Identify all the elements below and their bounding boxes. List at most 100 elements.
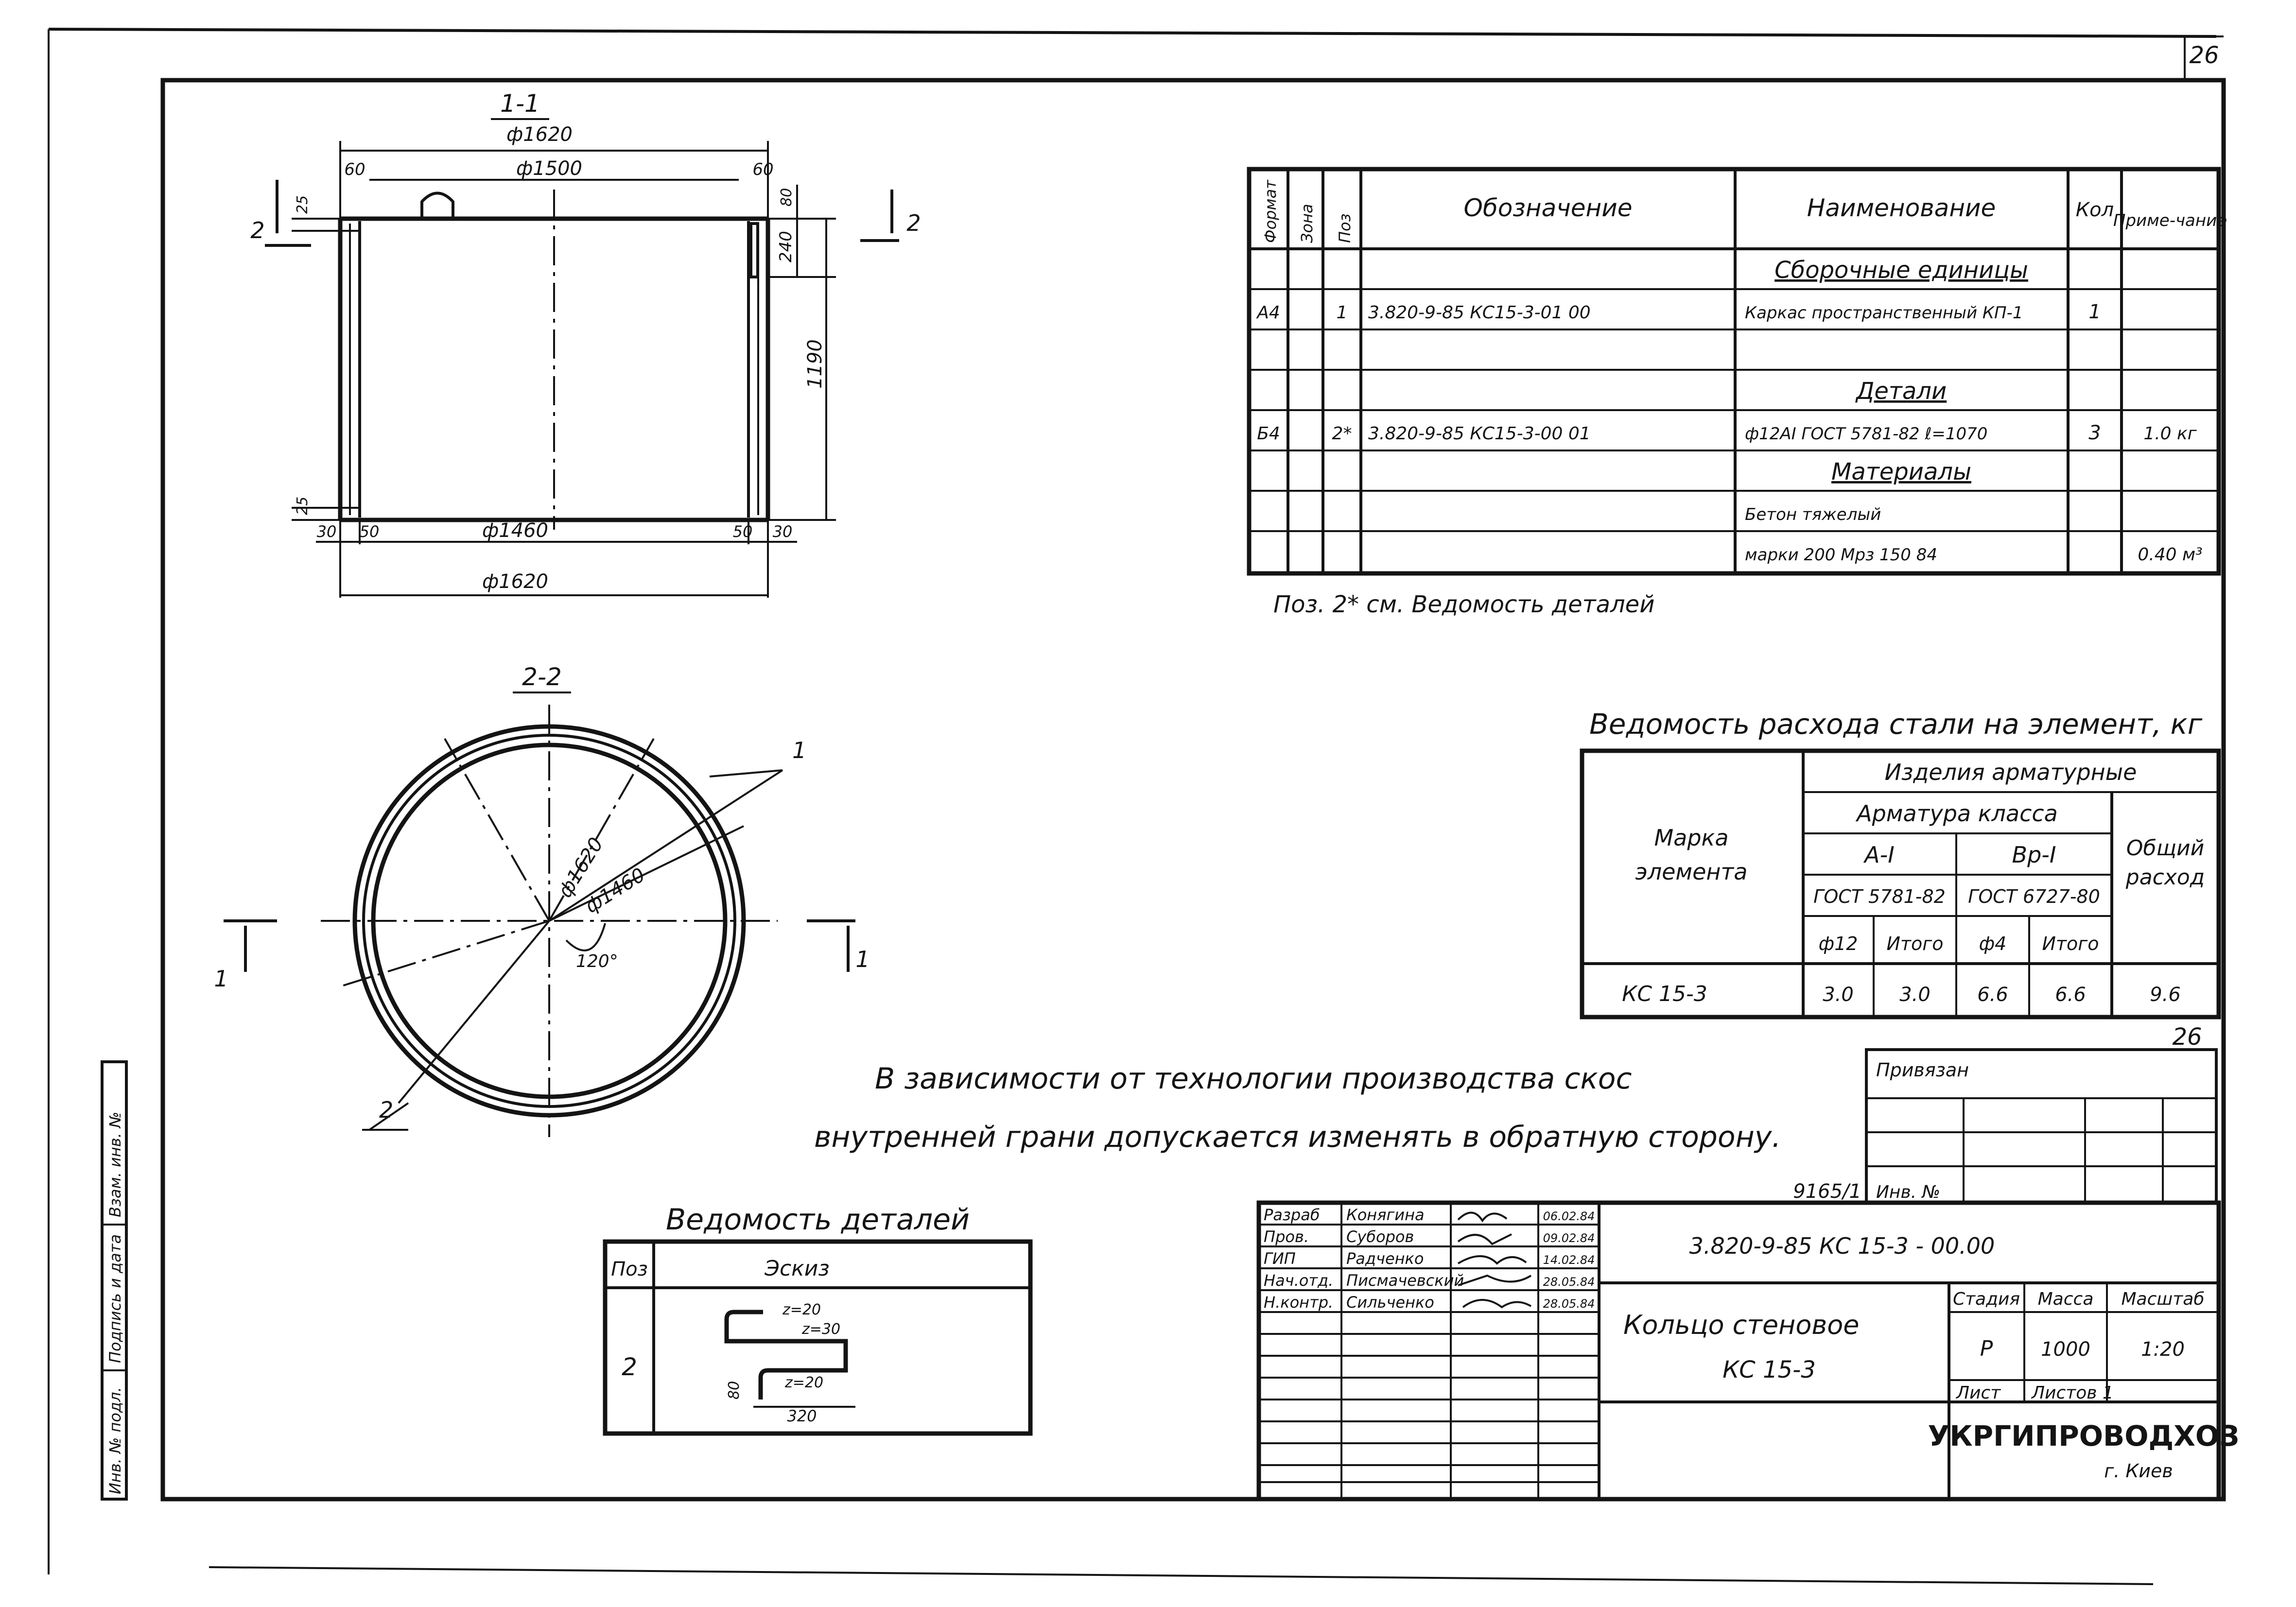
spec-cell-format: А4	[1256, 303, 1280, 323]
tb-name: Радченко	[1346, 1249, 1424, 1268]
title-h-stage: Стадия	[1953, 1289, 2020, 1309]
bind-order-no: 9165/1	[1793, 1180, 1861, 1203]
title-block: 3.820-9-85 КС 15-3 - 00.00 Кольцо стенов…	[1256, 1200, 2239, 1502]
dim-bl-50: 50	[360, 522, 380, 541]
spec-header-format: Формат	[1261, 179, 1280, 243]
tb-role: Нач.отд.	[1264, 1271, 1333, 1290]
spec-cell-name: ф12АI ГОСТ 5781-82 ℓ=1070	[1745, 424, 1987, 444]
cut-2-left: 2	[250, 217, 264, 243]
spec-header-code: Обозначение	[1464, 194, 1633, 222]
steel-row-tot1: 3.0	[1899, 984, 1931, 1006]
spec-table: Формат Зона Поз Обозначение Наименование…	[1247, 167, 2227, 576]
spec-cell-note: 0.40 м³	[2138, 545, 2202, 565]
title-h-scale: Масштаб	[2121, 1289, 2204, 1309]
tb-date: 28.05.84	[1543, 1297, 1595, 1311]
cut-1-right: 1	[855, 946, 870, 972]
spec-cell-qty: 3	[2088, 422, 2101, 444]
side-label-sign: Подпись и дата	[106, 1234, 124, 1363]
spec-cell-format: Б4	[1257, 424, 1280, 444]
angle-120: 120°	[576, 951, 618, 971]
steel-h-total2: Итого	[2042, 933, 2099, 954]
steel-row-d4: 6.6	[1977, 984, 2008, 1006]
section-1-1-title: 1-1	[500, 89, 540, 118]
tb-date: 09.02.84	[1543, 1231, 1595, 1245]
sketch-dim-320: 320	[787, 1407, 817, 1425]
tb-date: 28.05.84	[1543, 1275, 1595, 1289]
dim-top-25: 25	[294, 195, 311, 214]
steel-h-sum-1: Общий	[2126, 836, 2204, 861]
side-label-inv: Инв. № подл.	[106, 1387, 124, 1494]
tb-date: 14.02.84	[1543, 1253, 1595, 1267]
title-sheets-label: Листов 1	[2031, 1383, 2114, 1403]
steel-row-sum: 9.6	[2150, 984, 2181, 1006]
note-line-1: В зависимости от технологии производства…	[875, 1062, 1632, 1096]
steel-h-sum-2: расход	[2125, 865, 2205, 890]
dim-br-30: 30	[773, 522, 793, 541]
spec-cell-name: Каркас пространственный КП-1	[1745, 303, 2023, 323]
tb-name: Конягина	[1346, 1206, 1425, 1224]
cut-2-right: 2	[906, 210, 921, 236]
pos-2-label: 2	[379, 1097, 393, 1123]
steel-h-a1: А-I	[1863, 842, 1895, 868]
spec-header-qty: Кол	[2076, 199, 2114, 221]
details-pos: 2	[622, 1353, 637, 1381]
cut-1-left: 1	[214, 966, 228, 992]
section-2-2: 2-2 ф1620 ф1460 120° 1 2 1 1	[214, 663, 870, 1137]
bind-stamp: 26 Привязан 9165/1 Инв. №	[1793, 1023, 2218, 1204]
steel-h-bp1: Вр-I	[2012, 842, 2056, 868]
dim-top-1620: ф1620	[506, 123, 573, 146]
tb-role: Разраб	[1264, 1206, 1320, 1224]
title-city: г. Киев	[2104, 1460, 2173, 1482]
steel-row-tot2: 6.6	[2055, 984, 2086, 1006]
details-h-sketch: Эскиз	[764, 1256, 829, 1281]
title-h-mass: Масса	[2038, 1289, 2094, 1309]
pos-1-label: 1	[792, 737, 806, 763]
title-sheet-label: Лист	[1955, 1383, 2001, 1403]
title-name-2: КС 15-3	[1722, 1356, 1816, 1383]
tb-role: Пров.	[1264, 1227, 1309, 1246]
spec-cell-name: марки 200 Мрз 150 84	[1745, 545, 1937, 565]
dim-bottom-1620: ф1620	[482, 570, 548, 593]
spec-header-name: Наименование	[1807, 194, 1996, 222]
steel-h-d12: ф12	[1819, 933, 1858, 954]
dim-right-60: 60	[752, 160, 773, 179]
dim-1460: ф1460	[482, 519, 548, 542]
tb-name: Суборов	[1346, 1227, 1414, 1246]
tb-role: Н.контр.	[1264, 1293, 1333, 1312]
details-title: Ведомость деталей	[666, 1203, 970, 1237]
section-2-2-title: 2-2	[522, 663, 562, 691]
title-name-1: Кольцо стеновое	[1623, 1310, 1859, 1340]
steel-h-d4: ф4	[1979, 933, 2007, 954]
side-label-replace: Взам. инв. №	[106, 1112, 124, 1217]
spec-cell-qty: 1	[2088, 301, 2101, 323]
spec-header-zone: Зона	[1298, 204, 1316, 243]
spec-cell-code: 3.820-9-85 КС15-3-00 01	[1368, 424, 1591, 444]
dim-br-50: 50	[733, 522, 753, 541]
tb-role: ГИП	[1264, 1249, 1296, 1268]
spec-section-heading: Материалы	[1831, 458, 1971, 485]
steel-row-mark: КС 15-3	[1622, 982, 1707, 1006]
sketch-dim-z30: z=30	[801, 1321, 840, 1338]
sketch-dim-z20-bot: z=20	[784, 1374, 823, 1391]
dim-plan-1460: ф1460	[581, 864, 649, 917]
dim-bottom-25: 25	[294, 497, 311, 515]
section-1-1: 1-1 ф1620 ф1500 60 60 25 25	[250, 89, 921, 598]
dim-left-60: 60	[344, 160, 365, 179]
steel-h-mark-1: Марка	[1654, 825, 1728, 851]
details-table: Поз Эскиз 2 z=20 z=30 80 z=20 320	[603, 1239, 1033, 1436]
tb-name: Сильченко	[1346, 1293, 1434, 1312]
dim-1500: ф1500	[516, 157, 582, 180]
spec-cell-note: 1.0 кг	[2143, 424, 2197, 444]
bind-sheet-26: 26	[2172, 1023, 2202, 1051]
spec-cell-pos: 2*	[1332, 424, 1352, 444]
steel-table: Марка элемента Изделия арматурные Армату…	[1580, 748, 2221, 1019]
steel-h-items: Изделия арматурные	[1885, 759, 2137, 785]
dim-right-80: 80	[778, 188, 795, 207]
steel-h-mark-2: элемента	[1635, 859, 1747, 885]
sketch-dim-80: 80	[726, 1381, 743, 1400]
title-mass: 1000	[2041, 1338, 2090, 1361]
steel-h-class: Арматура класса	[1855, 800, 2058, 827]
spec-footnote: Поз. 2* см. Ведомость деталей	[1273, 591, 1654, 618]
